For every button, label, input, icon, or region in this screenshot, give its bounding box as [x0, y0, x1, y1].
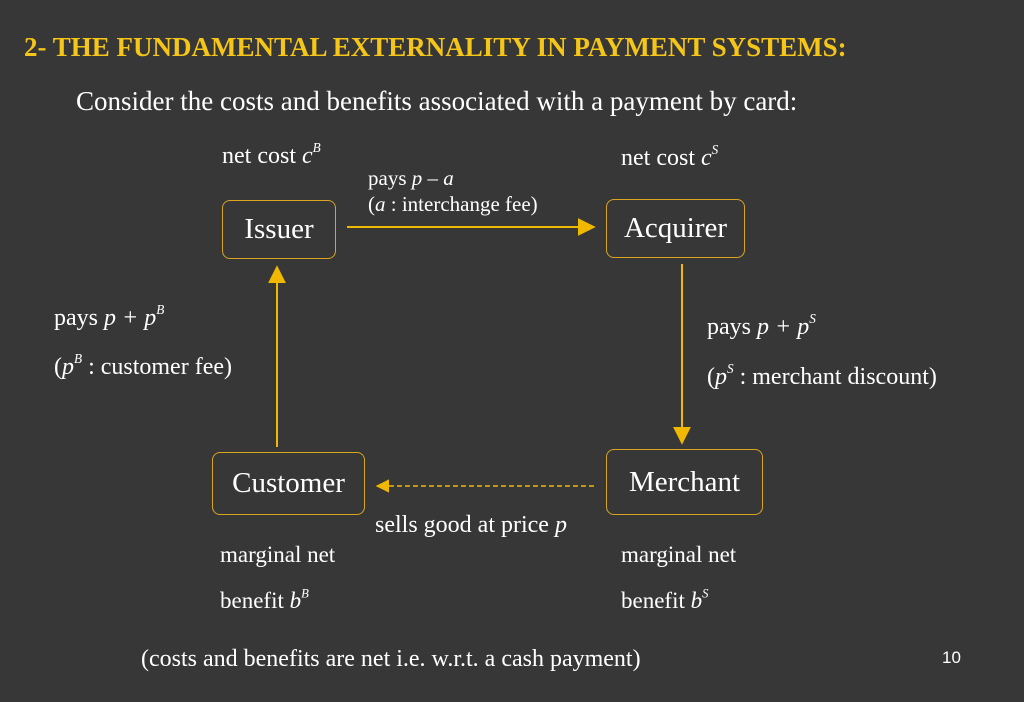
acquirer-node: Acquirer — [606, 199, 745, 258]
merchant-benefit-line1: marginal net — [621, 542, 737, 567]
slide-title: 2- THE FUNDAMENTAL EXTERNALITY IN PAYMEN… — [24, 32, 847, 62]
customer-benefit-line2: benefit bB — [220, 586, 309, 613]
customer-benefit-line1: marginal net — [220, 542, 336, 567]
customer-payment-label: pays p + pB — [54, 301, 165, 331]
issuer-node: Issuer — [222, 200, 336, 259]
issuer-net-cost: net cost cB — [222, 139, 321, 169]
customer-fee-label: (pB : customer fee) — [54, 350, 232, 380]
merchant-node: Merchant — [606, 449, 763, 515]
slide-subtitle: Consider the costs and benefits associat… — [76, 86, 798, 116]
merchant-discount-label: (pS : merchant discount) — [707, 360, 937, 390]
sells-good-label: sells good at price p — [375, 512, 567, 538]
footer-note: (costs and benefits are net i.e. w.r.t. … — [141, 646, 641, 672]
merchant-payment-label: pays p + pS — [707, 310, 816, 340]
interchange-payment-label: pays p – a — [368, 166, 454, 190]
interchange-fee-label: (a : interchange fee) — [368, 192, 538, 216]
page-number: 10 — [942, 648, 961, 667]
merchant-benefit-line2: benefit bS — [621, 586, 709, 613]
acquirer-net-cost: net cost cS — [621, 141, 719, 171]
customer-node: Customer — [212, 452, 365, 515]
